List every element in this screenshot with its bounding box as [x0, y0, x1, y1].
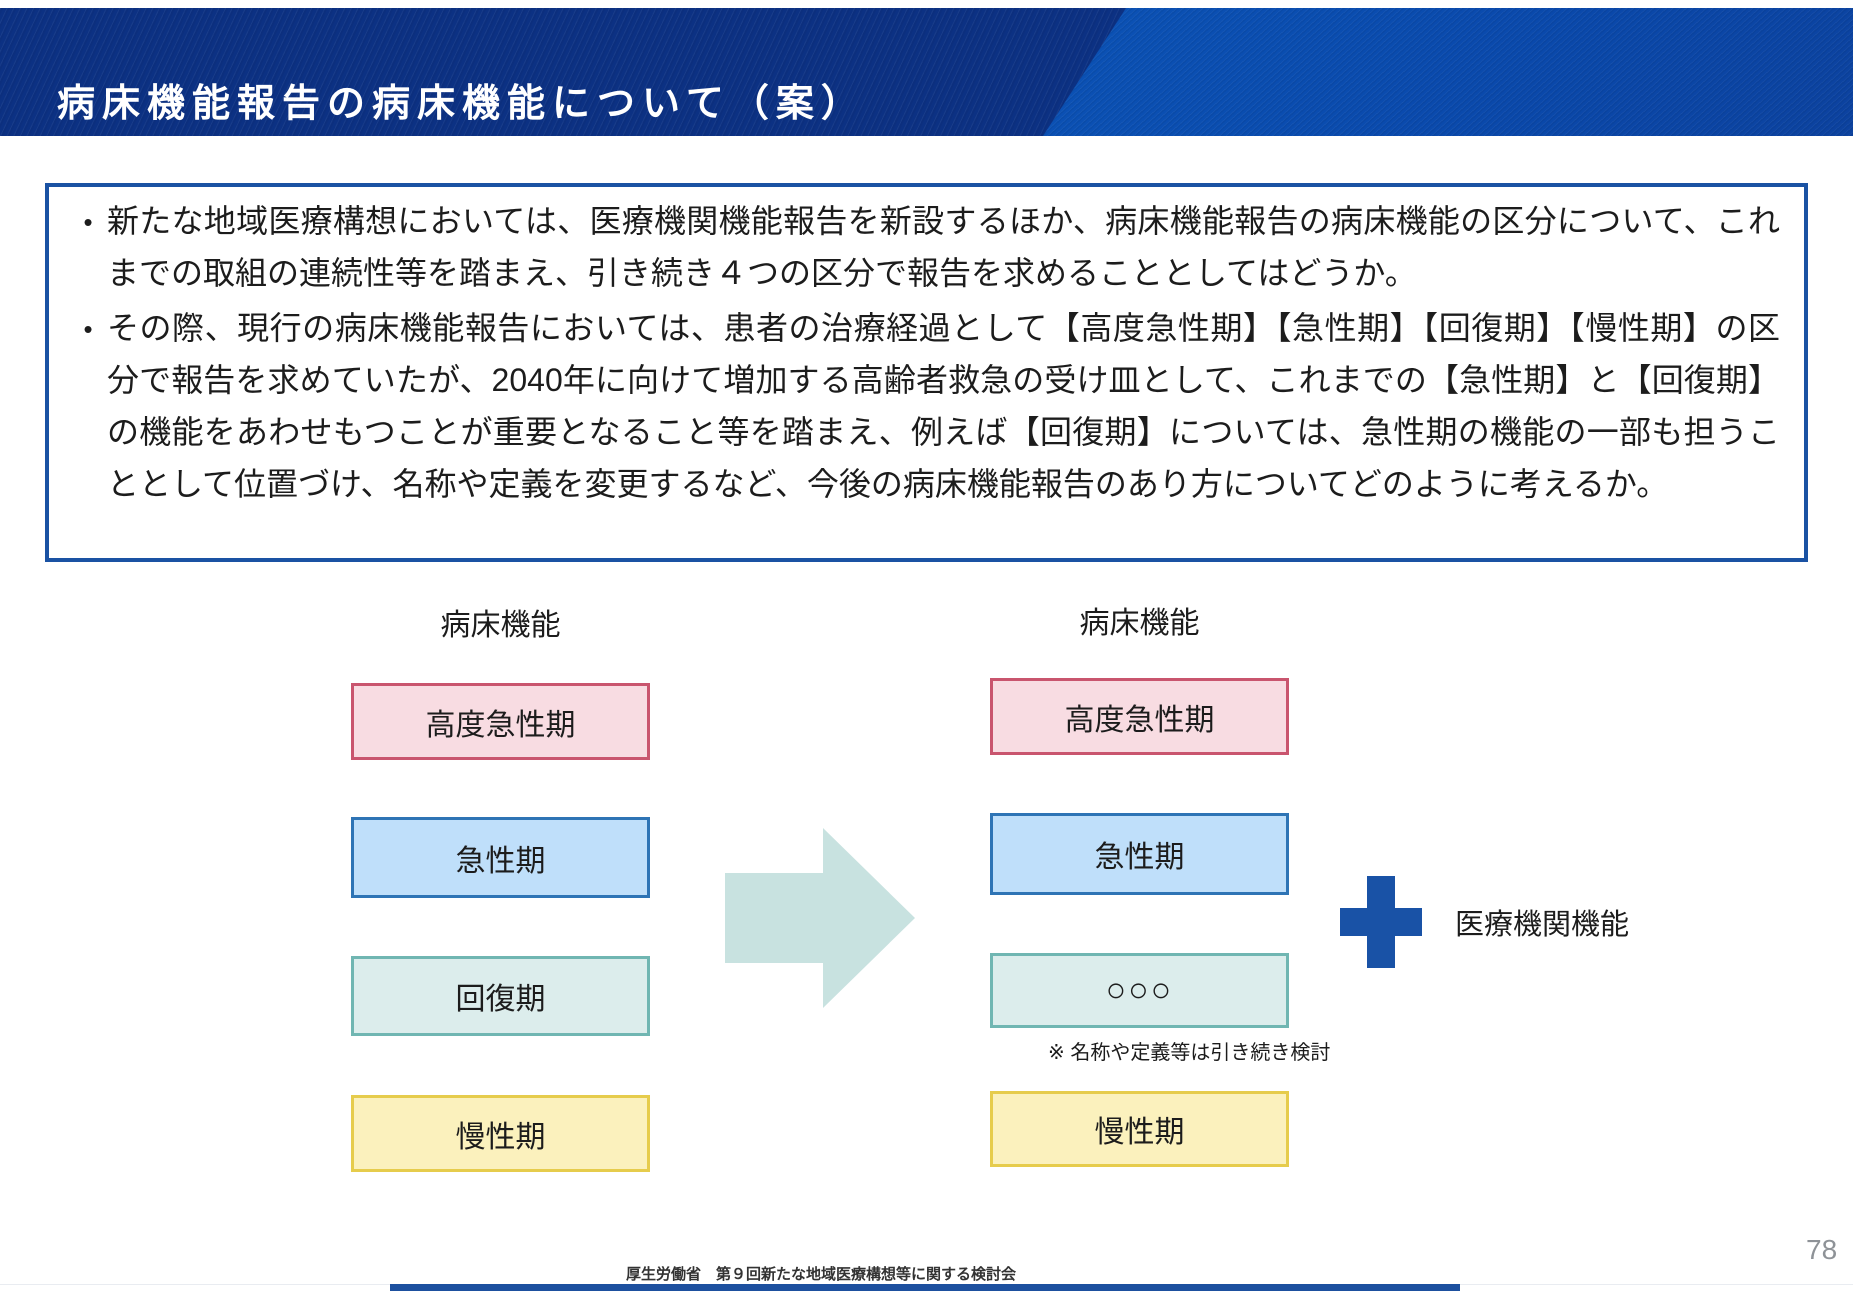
- right-box-manseiki: 慢性期: [990, 1091, 1289, 1167]
- arrow-right-icon: [725, 828, 915, 1008]
- bullet-text-2: その際、現行の病床機能報告においては、患者の治療経過として【高度急性期】【急性期…: [107, 310, 1780, 502]
- left-box-manseiki: 慢性期: [351, 1095, 650, 1172]
- right-box-koudokyuseiki: 高度急性期: [990, 678, 1289, 755]
- left-column-header: 病床機能: [440, 609, 561, 642]
- bottom-accent-bar: [390, 1284, 1460, 1291]
- bullet-item-1: • 新たな地域医療構想においては、医療機関機能報告を新設するほか、病床機能報告の…: [69, 195, 1780, 299]
- medical-institution-function-label: 医療機関機能: [1455, 909, 1630, 941]
- placeholder-note: ※ 名称や定義等は引き続き検討: [1048, 1042, 1331, 1064]
- header-band: [0, 8, 1853, 136]
- right-box-kyuseiki: 急性期: [990, 813, 1289, 895]
- left-box-kyuseiki: 急性期: [351, 817, 650, 898]
- left-box-kaifukuki: 回復期: [351, 956, 650, 1036]
- right-box-placeholder: ○○○: [990, 953, 1289, 1028]
- right-column-header: 病床機能: [1079, 607, 1200, 640]
- bullet-list: • 新たな地域医療構想においては、医療機関機能報告を新設するほか、病床機能報告の…: [69, 195, 1780, 510]
- bullet-dot: •: [83, 207, 93, 237]
- bullet-text-1: 新たな地域医療構想においては、医療機関機能報告を新設するほか、病床機能報告の病床…: [107, 203, 1780, 291]
- footer-source: 厚生労働省 第９回新たな地域医療構想等に関する検討会: [626, 1266, 1017, 1283]
- header-accent-slash: [1030, 8, 1853, 136]
- page-title: 病床機能報告の病床機能について（案）: [57, 83, 866, 125]
- question-box: • 新たな地域医療構想においては、医療機関機能報告を新設するほか、病床機能報告の…: [45, 183, 1808, 562]
- bullet-dot: •: [83, 314, 93, 344]
- plus-icon: [1340, 876, 1422, 968]
- left-box-koudokyuseiki: 高度急性期: [351, 683, 650, 760]
- bullet-item-2: • その際、現行の病床機能報告においては、患者の治療経過として【高度急性期】【急…: [69, 302, 1780, 510]
- page-number: 78: [1806, 1234, 1838, 1265]
